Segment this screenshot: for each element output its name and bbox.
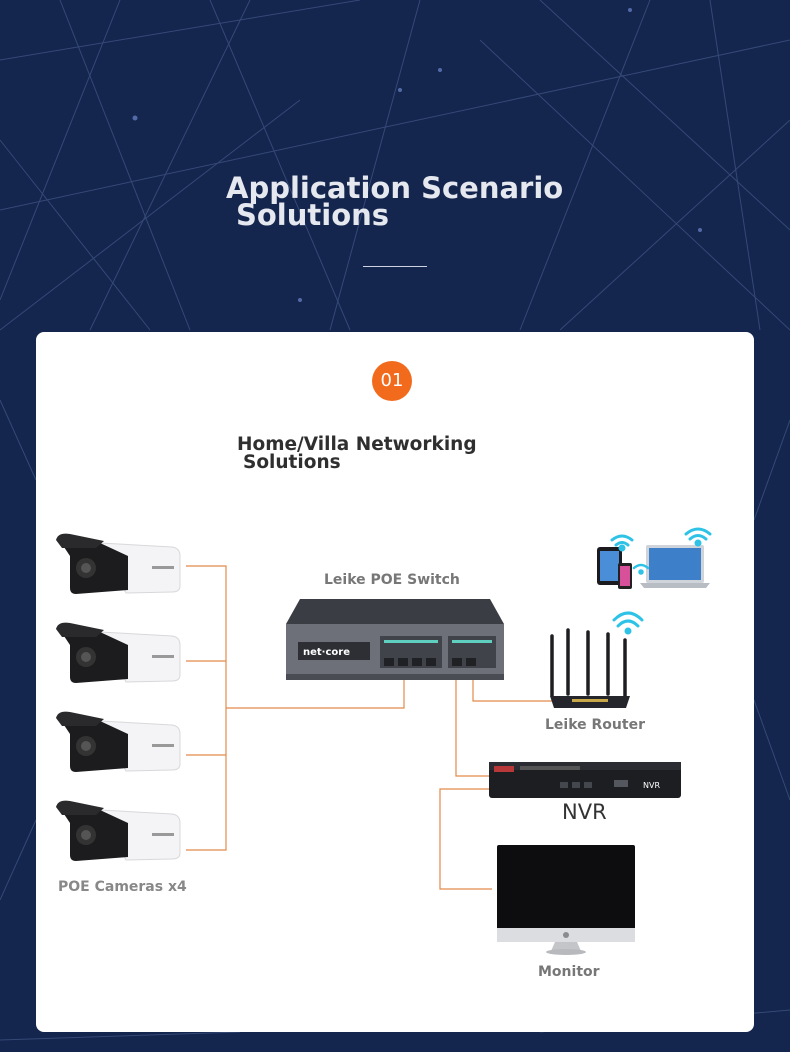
tablet-wifi-icon	[610, 534, 634, 552]
router-wifi-icon	[612, 611, 644, 635]
poe-camera-4	[56, 800, 181, 861]
page-title-line1: Application Scenario	[226, 171, 564, 205]
poe-camera-2	[56, 622, 181, 683]
scenario-title-line1: Home/Villa Networking	[237, 434, 477, 455]
poe-camera-3	[56, 711, 181, 772]
monitor-label: Monitor	[538, 964, 600, 980]
switch-brand-text: net·core	[303, 647, 350, 658]
page-title: Application Scenario Solutions	[226, 171, 646, 232]
cameras-to-switch-link	[226, 668, 405, 709]
laptop-wifi-icon	[684, 527, 712, 547]
scenario-title: Home/Villa Networking Solutions	[237, 434, 557, 473]
phone-wifi-icon	[632, 563, 650, 575]
camera-bus-line	[186, 565, 227, 851]
router-label: Leike Router	[545, 717, 645, 733]
nvr-device: NVR	[489, 762, 681, 798]
poe-camera-1	[56, 533, 181, 594]
router-device	[550, 628, 630, 708]
scenario-title-line2: Solutions	[243, 452, 341, 473]
switch-label: Leike POE Switch	[324, 572, 460, 588]
mobile-devices	[597, 545, 710, 589]
nvr-front-label: NVR	[643, 781, 660, 790]
nvr-to-monitor-link	[439, 788, 492, 890]
switch-to-nvr-link	[455, 668, 489, 777]
connection-lines	[186, 565, 552, 890]
monitor-device	[497, 845, 635, 955]
scenario-number-badge: 01	[372, 361, 412, 401]
cameras-label: POE Cameras x4	[58, 879, 187, 895]
page-title-line2: Solutions	[236, 198, 390, 232]
title-underline	[363, 266, 427, 267]
poe-switch-device: net·core	[286, 599, 504, 680]
nvr-label: NVR	[562, 800, 607, 824]
